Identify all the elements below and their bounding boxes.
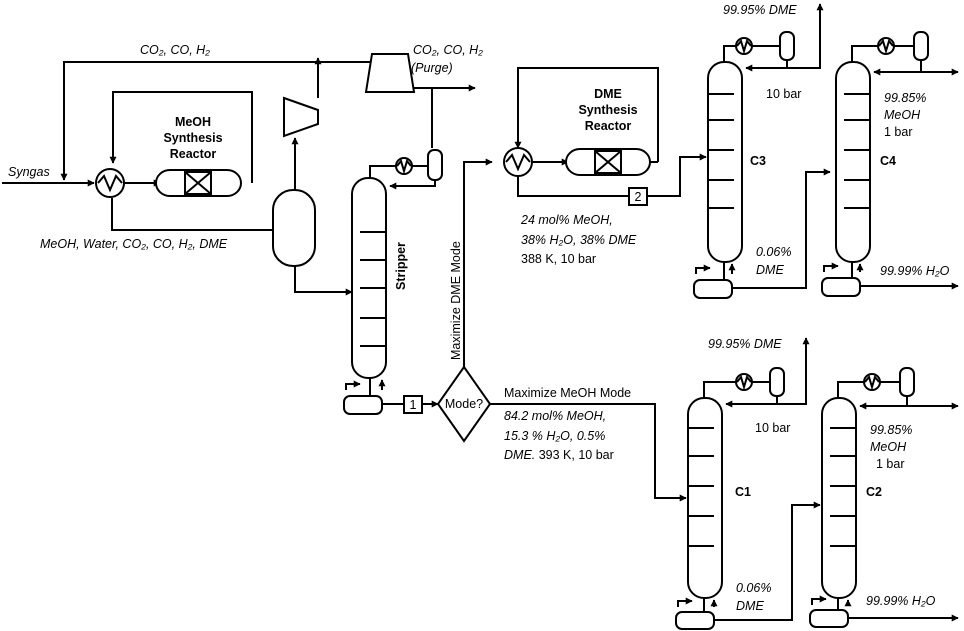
meoh-reactor-label-3: Reactor (170, 147, 217, 161)
meoh-product-label-b-3: 1 bar (876, 457, 905, 471)
reactor-outlet-label: MeOH, Water, CO₂, CO, H₂, DME (40, 237, 228, 251)
syngas-label: Syngas (8, 165, 50, 179)
meoh-product-label-a-3: 1 bar (884, 125, 913, 139)
mode-decision-diamond (436, 365, 492, 443)
dme-synthesis-reactor (565, 148, 651, 176)
purge-compressor-icon (364, 53, 416, 93)
dme-heat-exchanger-icon (503, 147, 533, 177)
c3-bottoms-line (738, 168, 831, 289)
c4-reflux-drum (913, 31, 929, 61)
reactor-recycle-loop (109, 91, 253, 183)
bottoms-dme-label-b-2: DME (736, 599, 764, 613)
pressure-label-b: 10 bar (755, 421, 790, 435)
c2-reflux-drum (899, 367, 915, 397)
meoh-product-label-b-1: 99.85% (870, 423, 912, 437)
c1-column-group (675, 337, 821, 630)
stripper-column (351, 177, 387, 379)
meoh-reactor-label-1: MeOH (175, 115, 211, 129)
meoh-synthesis-section (2, 53, 476, 296)
bottoms-dme-label-b-1: 0.06% (736, 581, 771, 595)
dme-hx-outlet-line (517, 176, 629, 197)
stripper-overhead-line (369, 165, 396, 178)
max-dme-mode-line (463, 158, 493, 367)
purge-gas-label: CO₂, CO, H₂ (413, 43, 483, 57)
bottoms-dme-label-a-2: DME (756, 263, 784, 277)
top-dme-purity-label-b: 99.95% DME (708, 337, 782, 351)
dme-feed-label-1: 24 mol% MeOH, (520, 213, 613, 227)
max-dme-mode-label: Maximize DME Mode (449, 241, 463, 360)
c4-column (835, 61, 871, 263)
recycle-gas-line (60, 61, 370, 181)
water-product-label-b: 99.99% H₂O (866, 594, 936, 608)
separator-liquid-line (294, 265, 353, 296)
meoh-product-label-a-1: 99.85% (884, 91, 926, 105)
stripper-section (343, 149, 443, 415)
c3-column-group (693, 3, 831, 299)
c1-distillate-line (777, 337, 810, 405)
meoh-heat-exchanger-icon (95, 168, 125, 198)
c2-reboiler (809, 609, 849, 628)
c1-reflux-drum (769, 367, 785, 397)
stripper-reboiler (343, 395, 383, 415)
meoh-reactor-label-2: Synthesis (163, 131, 222, 145)
mode-decision-label: Mode? (445, 397, 483, 411)
c2-label: C2 (866, 485, 882, 499)
meoh-feed-label-3: DME. 393 K, 10 bar (504, 448, 614, 462)
dme-feed-label-3: 388 K, 10 bar (521, 252, 596, 266)
stripper-reflux-drum (427, 149, 443, 181)
c3-reboiler (693, 279, 733, 299)
meoh-heat-exchanger-coil (97, 174, 123, 193)
dme-reactor-label-3: Reactor (585, 119, 632, 133)
dme-synthesis-section (503, 67, 707, 206)
recycle-compressor-icon (283, 96, 319, 138)
stripper-reflux-line (389, 180, 436, 190)
dme-reactor-recycle-loop (514, 67, 659, 162)
stripper-label: Stripper (394, 242, 408, 290)
c3-column (707, 61, 743, 263)
c4-label: C4 (880, 154, 896, 168)
pressure-label-a: 10 bar (766, 87, 801, 101)
meoh-synthesis-reactor (155, 169, 242, 197)
purge-label: (Purge) (411, 61, 453, 75)
bottoms-dme-label-a-1: 0.06% (756, 245, 791, 259)
dme-feed-label-2: 38% H₂O, 38% DME (521, 233, 637, 247)
meoh-product-label-b-2: MeOH (870, 440, 907, 454)
stream-2-label: 2 (635, 190, 642, 204)
c4-column-group (821, 31, 959, 297)
meoh-feed-label-1: 84.2 mol% MeOH, (504, 409, 606, 423)
meoh-product-label-a-2: MeOH (884, 108, 921, 122)
water-product-label-a: 99.99% H₂O (880, 264, 950, 278)
c3-label: C3 (750, 154, 766, 168)
dme-reactor-label-1: DME (594, 87, 622, 101)
c3-distillate-line (787, 3, 824, 69)
c1-reboiler (675, 611, 715, 630)
top-dme-purity-label-a: 99.95% DME (723, 3, 797, 17)
max-meoh-mode-line (490, 403, 687, 502)
stream-1-label: 1 (410, 398, 417, 412)
c2-column-group (809, 367, 959, 628)
dme-reactor-label-2: Synthesis (578, 103, 637, 117)
recycle-gas-label: CO₂, CO, H₂ (140, 43, 210, 57)
c3-reflux-drum (779, 31, 795, 61)
hx-outlet-line (111, 198, 273, 231)
meoh-feed-label-2: 15.3 % H₂O, 0.5% (504, 429, 605, 443)
c1-bottoms-line (720, 501, 821, 621)
c1-label: C1 (735, 485, 751, 499)
max-meoh-mode-label: Maximize MeOH Mode (504, 386, 631, 400)
c4-reboiler (821, 277, 861, 297)
flash-separator (272, 189, 316, 267)
